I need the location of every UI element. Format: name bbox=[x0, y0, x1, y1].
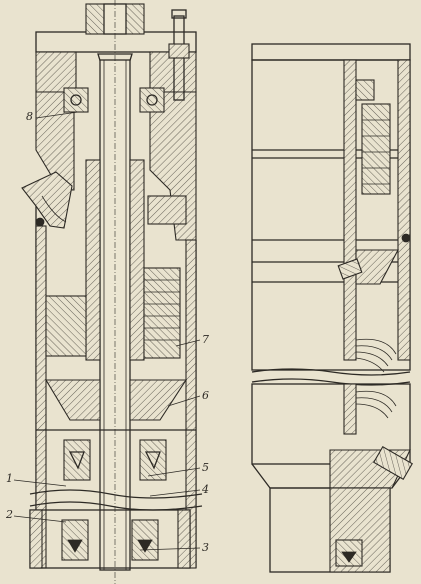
wall-section-right bbox=[185, 239, 197, 569]
inlet-seal bbox=[35, 217, 45, 227]
leader-3 bbox=[139, 547, 201, 551]
upper-bearing-left bbox=[63, 87, 89, 113]
cutaway-bearing bbox=[355, 79, 375, 101]
stud-head bbox=[171, 9, 187, 19]
stud-nut bbox=[168, 43, 190, 59]
bottom-cone bbox=[137, 539, 153, 553]
break-line bbox=[29, 489, 203, 499]
callout-7: 7 bbox=[202, 333, 209, 346]
callout-3: 3 bbox=[202, 541, 209, 554]
right-bottom-cone bbox=[341, 551, 357, 563]
cutaway-wall-outer bbox=[397, 59, 411, 361]
callout-5: 5 bbox=[202, 461, 209, 474]
left-gland bbox=[45, 295, 87, 357]
lower-cone-left bbox=[45, 379, 101, 421]
leader-7 bbox=[175, 339, 201, 347]
lower-bearing-right bbox=[139, 439, 167, 481]
lower-coil-lines bbox=[355, 390, 397, 419]
callout-leaders bbox=[13, 111, 201, 551]
flange-section-left bbox=[35, 51, 77, 93]
leader-1 bbox=[13, 479, 67, 487]
cutaway-packing bbox=[361, 103, 391, 195]
coil-lines bbox=[355, 338, 397, 373]
inlet-seal-curve bbox=[41, 195, 67, 223]
bottom-wall-left bbox=[29, 509, 43, 569]
callout-8: 8 bbox=[26, 110, 33, 123]
leader-4 bbox=[149, 489, 201, 497]
bearing-ball bbox=[146, 94, 158, 106]
lower-cone-right bbox=[129, 379, 188, 421]
leader-6 bbox=[167, 395, 201, 407]
leader-8 bbox=[35, 111, 79, 119]
lower-bearing-left bbox=[63, 439, 91, 481]
bottom-cone bbox=[67, 539, 83, 553]
cutaway-nozzle bbox=[337, 258, 363, 280]
bearing-ball bbox=[70, 94, 82, 106]
callout-labels: 1 2 3 4 5 6 7 8 bbox=[5, 110, 209, 554]
callout-2: 2 bbox=[5, 508, 13, 521]
right-break-line bbox=[251, 368, 411, 376]
inner-sleeve-left bbox=[85, 159, 101, 361]
packing-stack bbox=[143, 267, 181, 359]
cutaway-seal bbox=[401, 233, 411, 243]
lower-cutaway-wall bbox=[343, 383, 357, 435]
cutaway-wall bbox=[343, 59, 357, 361]
left-section-view bbox=[21, 0, 203, 584]
callout-6: 6 bbox=[202, 389, 209, 402]
packing-rings bbox=[144, 279, 180, 341]
callout-4: 4 bbox=[201, 483, 209, 496]
cutaway-cone bbox=[355, 249, 399, 285]
right-housing-block bbox=[147, 195, 187, 225]
lower-bearing-cone bbox=[144, 451, 161, 470]
callout-1: 1 bbox=[6, 472, 13, 485]
bottom-wall-right bbox=[177, 509, 191, 569]
inner-sleeve-right bbox=[129, 159, 145, 361]
right-exterior-view bbox=[251, 43, 413, 573]
leader-5 bbox=[147, 467, 201, 477]
right-top-flange bbox=[251, 43, 411, 61]
side-plug bbox=[373, 445, 413, 481]
lower-bearing-cone bbox=[68, 451, 85, 470]
upper-bearing-right bbox=[139, 87, 165, 113]
cutaway-packing-rings bbox=[362, 119, 390, 185]
side-inlet bbox=[21, 171, 73, 229]
leader-2 bbox=[13, 515, 67, 523]
